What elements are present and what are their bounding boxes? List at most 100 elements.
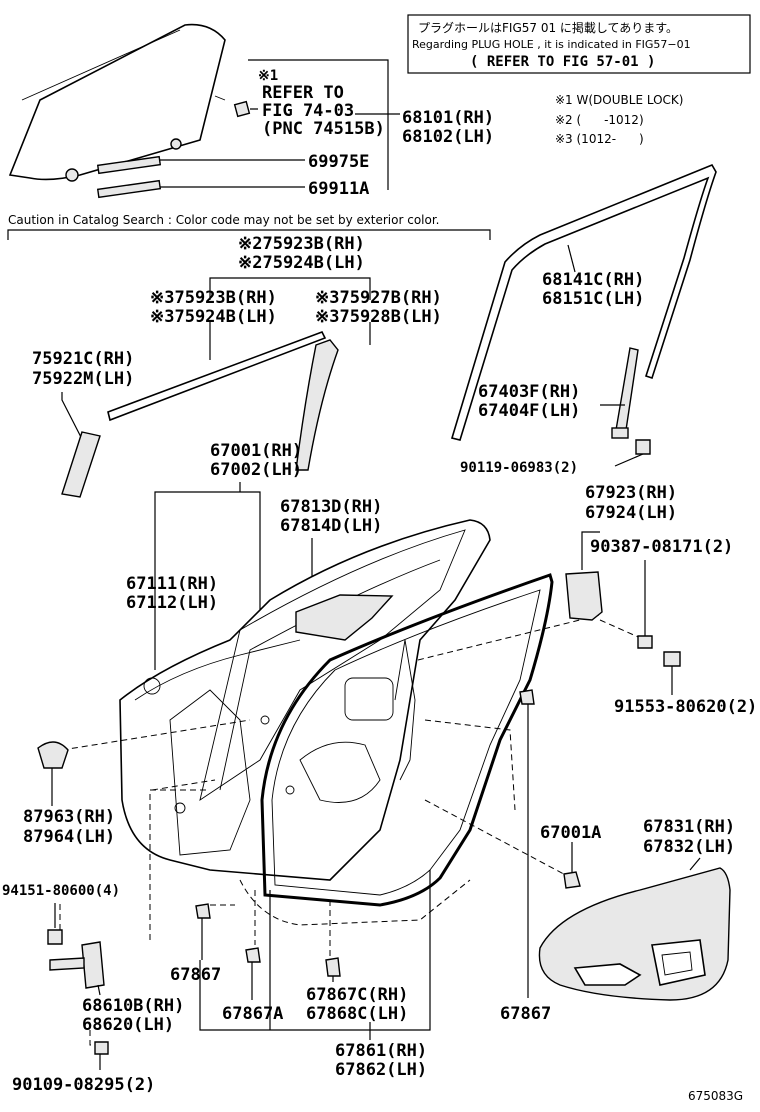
label-75921c: 75921C(RH)	[32, 349, 134, 369]
label-68102: 68102(LH)	[402, 127, 494, 147]
label-67924: 67924(LH)	[585, 503, 677, 523]
label-67813d: 67813D(RH)	[280, 497, 382, 517]
label-91553: 91553-80620(2)	[614, 697, 757, 717]
legend-note-3: ※3 (1012- )	[555, 132, 644, 146]
clip-67867-right	[519, 689, 535, 705]
label-67814d: 67814D(LH)	[280, 516, 382, 536]
trim-pocket-inner	[661, 951, 693, 976]
notice-box	[407, 14, 751, 74]
label-67862: 67862(LH)	[335, 1060, 427, 1080]
moulding-75921c	[61, 431, 101, 498]
label-87963: 87963(RH)	[23, 807, 115, 827]
hinge	[81, 941, 105, 989]
bolt-91553-b	[663, 651, 681, 667]
label-75924b-lh3: ※375924B(LH)	[150, 307, 277, 327]
label-69975e: 69975E	[308, 152, 369, 172]
notice-line-1: プラグホールはFIG57 01 に掲載してあります。	[418, 20, 678, 35]
dash-94151	[59, 789, 210, 940]
label-67112: 67112(LH)	[126, 593, 218, 613]
run-channel-outer	[450, 163, 717, 441]
clip-67001a	[563, 871, 581, 889]
label-67868c: 67868C(LH)	[306, 1004, 408, 1024]
glass-inner-edge	[21, 29, 181, 101]
label-90119: 90119-06983(2)	[460, 460, 578, 476]
leader-90119	[614, 453, 644, 467]
bolt-91553-a	[637, 635, 653, 649]
door-hole-2	[174, 802, 186, 814]
label-75924b-lh2: ※275924B(LH)	[238, 253, 365, 273]
label-67923: 67923(RH)	[585, 483, 677, 503]
label-90387: 90387-08171(2)	[590, 537, 733, 557]
division-bar	[615, 347, 639, 431]
clip-67867a	[245, 947, 261, 963]
caution-bracket	[7, 229, 491, 240]
label-75923b-rh2: ※275923B(RH)	[238, 234, 365, 254]
label-90109: 90109-08295(2)	[12, 1075, 155, 1095]
channel-69975e	[96, 155, 162, 175]
clip-67867c	[325, 957, 341, 977]
leader-67001	[154, 482, 261, 670]
hole-cover	[37, 741, 69, 769]
division-bar-foot	[611, 427, 629, 439]
leader-68141c	[567, 244, 576, 273]
label-68141c: 68141C(RH)	[542, 270, 644, 290]
leader-67923-box	[581, 531, 600, 545]
door-inner-panel	[169, 689, 251, 856]
door-rail	[394, 639, 416, 781]
label-67831: 67831(RH)	[643, 817, 735, 837]
label-68101: 68101(RH)	[402, 108, 494, 128]
bolt-90119	[635, 439, 651, 455]
leader-68610b	[97, 984, 101, 996]
door-hole-3	[260, 715, 270, 725]
bolt-94151	[47, 929, 63, 945]
label-75928b: ※375928B(LH)	[315, 307, 442, 327]
glass-bolt-2	[65, 168, 79, 182]
legend-note-2: ※2 ( -1012)	[555, 113, 644, 127]
refer-mark: ※1	[258, 68, 278, 84]
label-75927b: ※375927B(RH)	[315, 288, 442, 308]
door-shell-outer	[119, 519, 491, 881]
label-68620: 68620(LH)	[82, 1015, 174, 1035]
door-lock-plate	[344, 677, 394, 721]
label-67867-left: 67867	[170, 965, 221, 985]
door-hole-4	[285, 785, 295, 795]
dash-67923	[417, 614, 601, 661]
dash-bottom	[239, 879, 471, 926]
label-67404f: 67404F(LH)	[478, 401, 580, 421]
leader-75921c	[61, 392, 86, 446]
dash-67831	[424, 719, 516, 811]
dash-clip-row	[210, 890, 331, 960]
label-67001: 67001(RH)	[210, 441, 302, 461]
label-68151c: 68151C(LH)	[542, 289, 644, 309]
refer-line-3: (PNC 74515B)	[262, 119, 385, 139]
door-hole-1	[143, 677, 161, 695]
label-67002: 67002(LH)	[210, 460, 302, 480]
label-87964: 87964(LH)	[23, 827, 115, 847]
notice-line-3: ( REFER TO FIG 57-01 )	[470, 54, 655, 70]
legend-note-1: ※1 W(DOUBLE LOCK)	[555, 93, 683, 107]
clip-67867-left	[195, 903, 211, 919]
label-67001a: 67001A	[540, 823, 601, 843]
refer-line-1: REFER TO	[262, 83, 344, 103]
leader-67861	[199, 870, 431, 1040]
leader-75923b	[209, 277, 371, 360]
trim-handle	[573, 963, 642, 986]
door-speaker-cutout	[299, 741, 381, 803]
label-67861: 67861(RH)	[335, 1041, 427, 1061]
notice-line-2: Regarding PLUG HOLE , it is indicated in…	[412, 38, 691, 51]
label-67867-right: 67867	[500, 1004, 551, 1024]
channel-69911a	[96, 179, 162, 199]
label-69911a: 69911A	[308, 179, 369, 199]
door-belt-line	[134, 639, 301, 701]
mirror-seal	[295, 594, 394, 641]
dash-87963	[61, 719, 251, 751]
label-75922m: 75922M(LH)	[32, 369, 134, 389]
refer-leader	[248, 59, 400, 190]
bolt-90109	[94, 1041, 109, 1055]
moulding-75923b	[107, 330, 327, 422]
glass-bolt-1	[170, 138, 182, 150]
door-check	[565, 571, 603, 621]
hinge-arm	[49, 957, 85, 971]
label-67403f: 67403F(RH)	[478, 382, 580, 402]
